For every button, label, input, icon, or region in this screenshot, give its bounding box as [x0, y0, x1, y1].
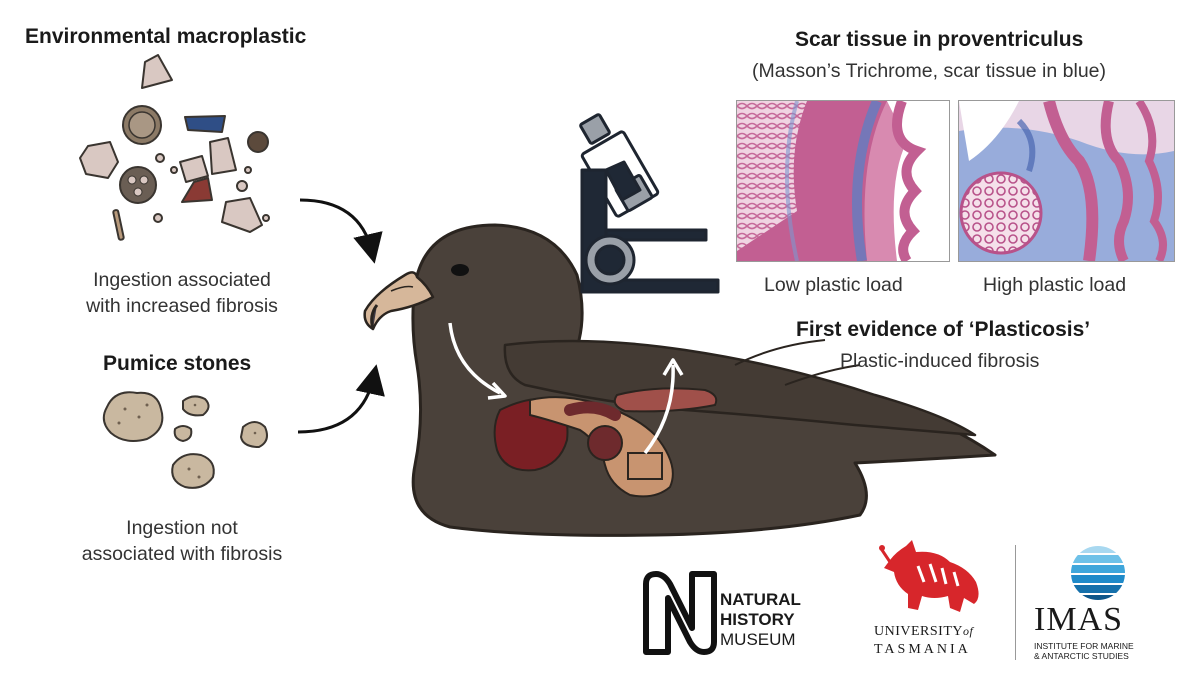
plastic-fragment	[79, 141, 119, 179]
macroplastic-heading: Environmental macroplastic	[25, 25, 307, 48]
utas-line-2: TASMANIA	[874, 642, 971, 657]
pumice-stone	[171, 453, 215, 489]
nhm-n-mark	[643, 571, 717, 655]
macroplastic-caption-line-1: Ingestion associated	[93, 269, 271, 291]
plastic-shard	[209, 137, 237, 175]
bird-kidney-organ	[613, 387, 718, 413]
sample-extraction-arrow	[643, 364, 675, 455]
pumice-stone	[173, 425, 193, 442]
plasticosis-title: First evidence of ‘Plasticosis’	[796, 318, 1091, 341]
macroplastic-caption-line-2: with increased fibrosis	[86, 295, 278, 317]
plastic-red-fragment	[181, 177, 213, 203]
utas-of-text: of	[963, 624, 974, 638]
bird-intestine-organ	[564, 401, 621, 421]
scar-tissue-title: Scar tissue in proventriculus	[795, 28, 1084, 51]
imas-globe-icon	[1071, 546, 1125, 600]
bird-eye	[451, 264, 469, 276]
bird-wing	[503, 339, 977, 437]
nhm-line-2: HISTORY	[720, 610, 795, 629]
plastic-fragment	[179, 155, 209, 183]
macroplastic-arrow	[299, 198, 383, 264]
tasmanian-tiger-icon	[879, 540, 979, 612]
imas-name: IMAS	[1034, 601, 1124, 638]
imas-sub-line-1: INSTITUTE FOR MARINE	[1034, 641, 1134, 651]
plastic-shard	[141, 54, 173, 89]
nhm-line-1: NATURAL	[720, 590, 801, 609]
panel-low-load-label: Low plastic load	[764, 274, 903, 296]
histology-panel-high-load	[958, 100, 1175, 262]
pumice-caption-line-1: Ingestion not	[126, 517, 238, 539]
logo-divider	[1015, 545, 1016, 660]
macroplastic-pieces-illustration	[79, 54, 270, 241]
utas-logo: UNIVERSITYof TASMANIA	[868, 538, 998, 663]
bird-gizzard-organ	[587, 425, 623, 461]
plastic-gear-piece	[119, 166, 157, 204]
nhm-logo: NATURAL HISTORY MUSEUM	[640, 570, 840, 660]
imas-logo: IMAS INSTITUTE FOR MARINE & ANTARCTIC ST…	[1028, 545, 1168, 665]
microscope-icon	[579, 113, 720, 294]
scar-tissue-subtitle: (Masson’s Trichrome, scar tissue in blue…	[752, 60, 1107, 82]
pumice-stone	[102, 391, 164, 442]
utas-line-1: UNIVERSITYof	[874, 624, 973, 640]
pumice-heading: Pumice stones	[103, 352, 252, 375]
pumice-caption-line-2: associated with fibrosis	[81, 543, 283, 565]
histology-panel-low-load	[736, 100, 950, 262]
plasticosis-subtitle: Plastic-induced fibrosis	[840, 350, 1040, 372]
pumice-arrow	[297, 364, 385, 434]
seabird-illustration	[363, 223, 997, 537]
panel-high-load-label: High plastic load	[983, 274, 1127, 296]
pumice-stone	[240, 421, 268, 448]
plastic-dark-bead	[247, 131, 269, 153]
pumice-stones-illustration	[102, 391, 268, 489]
ingestion-path-arrow	[448, 322, 501, 395]
ingestion-arrows	[297, 198, 385, 434]
imas-sub-line-2: & ANTARCTIC STUDIES	[1034, 651, 1129, 661]
plastic-shard	[221, 197, 263, 233]
plastic-blue-fragment	[184, 115, 226, 133]
nhm-line-3: MUSEUM	[720, 630, 796, 649]
utas-university-text: UNIVERSITY	[874, 624, 963, 639]
